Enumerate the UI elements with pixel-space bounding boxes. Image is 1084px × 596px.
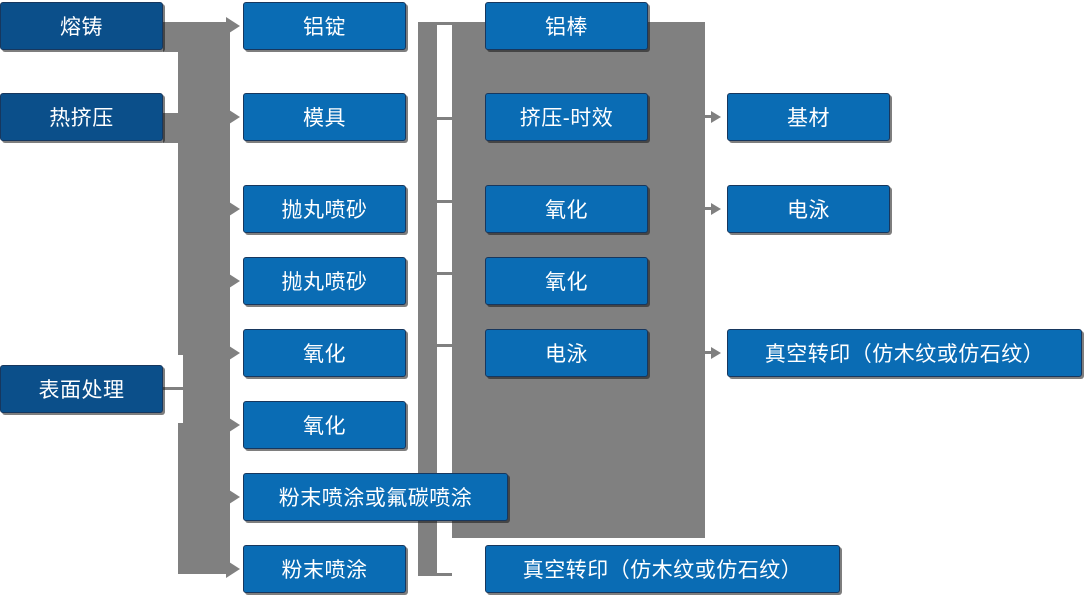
arrow-to-proc-a-2 xyxy=(226,108,240,126)
node-out-3[interactable]: 真空转印（仿木纹或仿石纹） xyxy=(727,329,1082,377)
arrow-to-out-3 xyxy=(711,347,721,359)
connector-tick-1 xyxy=(437,22,452,25)
node-proc-a-3[interactable]: 抛丸喷砂 xyxy=(243,185,406,233)
node-proc-a-5[interactable]: 氧化 xyxy=(243,329,406,377)
node-proc-b-3[interactable]: 氧化 xyxy=(485,185,648,233)
node-proc-a-6[interactable]: 氧化 xyxy=(243,401,406,449)
node-out-2[interactable]: 电泳 xyxy=(727,185,890,233)
node-proc-b-6[interactable]: 真空转印（仿木纹或仿石纹） xyxy=(485,545,840,593)
node-out-1[interactable]: 基材 xyxy=(727,93,890,141)
node-stage-1[interactable]: 熔铸 xyxy=(0,2,163,50)
connector-tick-6 xyxy=(437,573,452,576)
connector-bar-mid-upper xyxy=(418,22,437,512)
connector-tick-2 xyxy=(437,117,452,120)
node-proc-b-1[interactable]: 铝棒 xyxy=(485,2,648,50)
arrow-to-proc-a-3 xyxy=(226,200,240,218)
connector-bar-mid-lower xyxy=(418,518,437,576)
node-proc-a-7[interactable]: 粉末喷涂或氟碳喷涂 xyxy=(243,473,508,521)
node-stage-3[interactable]: 表面处理 xyxy=(0,365,163,413)
node-stage-2[interactable]: 热挤压 xyxy=(0,93,163,141)
arrow-to-out-1 xyxy=(711,111,721,123)
node-proc-b-5[interactable]: 电泳 xyxy=(485,329,648,377)
arrow-to-proc-a-6 xyxy=(226,416,240,434)
arrow-to-proc-a-5 xyxy=(226,344,240,362)
node-proc-a-2[interactable]: 模具 xyxy=(243,93,406,141)
connector-tick-4 xyxy=(437,272,452,275)
arrow-to-out-2 xyxy=(711,203,721,215)
arrow-to-proc-a-8 xyxy=(226,560,240,578)
node-proc-a-4[interactable]: 抛丸喷砂 xyxy=(243,257,406,305)
node-proc-b-4[interactable]: 氧化 xyxy=(485,257,648,305)
connector-band-left xyxy=(178,22,230,574)
arrow-to-proc-a-4 xyxy=(226,272,240,290)
connector-stub-stage1 xyxy=(163,22,183,52)
arrow-to-proc-a-1 xyxy=(226,17,240,35)
node-proc-a-1[interactable]: 铝锭 xyxy=(243,2,406,50)
connector-tick-5 xyxy=(437,344,452,347)
arrow-to-proc-a-7 xyxy=(226,488,240,506)
connector-tick-3 xyxy=(437,200,452,203)
node-proc-a-8[interactable]: 粉末喷涂 xyxy=(243,545,406,593)
connector-stub-stage2 xyxy=(163,113,183,143)
node-proc-b-2[interactable]: 挤压-时效 xyxy=(485,93,648,141)
connector-line-stage3 xyxy=(163,387,185,390)
